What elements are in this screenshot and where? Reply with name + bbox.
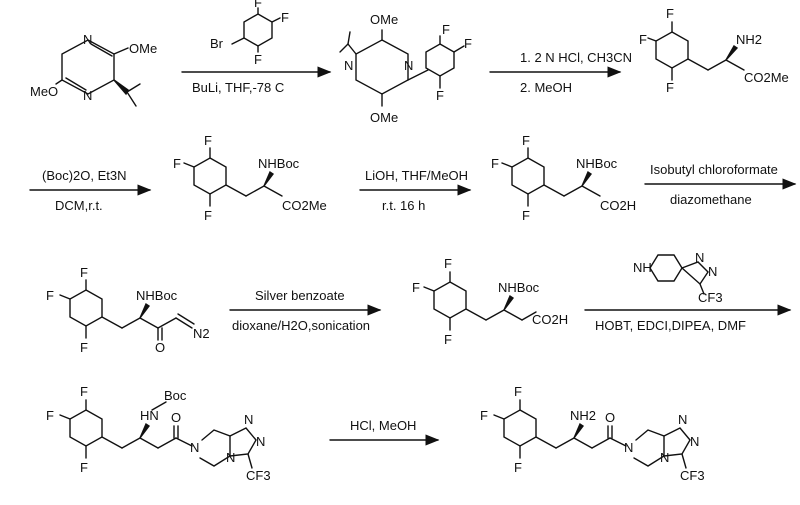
atom-f: F (522, 133, 530, 148)
atom-nh2: NH2 (570, 408, 596, 423)
atom-f: F (444, 256, 452, 271)
atom-hn: HN (140, 408, 159, 423)
atom-f: F (522, 208, 530, 223)
atom-o: O (155, 340, 165, 355)
atom-f: F (491, 156, 499, 171)
atom-f: F (254, 52, 262, 67)
atom-n: N (344, 58, 353, 73)
atom-f: F (666, 80, 674, 95)
atom-cf3: CF3 (698, 290, 723, 305)
atom-f: F (442, 22, 450, 37)
atom-o: O (605, 410, 615, 425)
condition-above: LiOH, THF/MeOH (365, 168, 468, 183)
compound-boc-methyl-ester: F F F NHBoc CO2Me (173, 133, 327, 223)
atom-nhboc: NHBoc (576, 156, 618, 171)
atom-cf3: CF3 (680, 468, 705, 483)
atom-f: F (173, 156, 181, 171)
atom-nh: NH (633, 260, 652, 275)
atom-co2me: CO2Me (744, 70, 789, 85)
atom-n: N (690, 434, 699, 449)
atom-f: F (436, 88, 444, 103)
atom-cf3: CF3 (246, 468, 271, 483)
atom-nh2: NH2 (736, 32, 762, 47)
atom-f: F (281, 10, 289, 25)
condition-below: r.t. 16 h (382, 198, 425, 213)
compound-diazoketone: F F F NHBoc O N2 (46, 265, 210, 355)
compound-sitagliptin: F F F NH2 O N N N N CF3 (480, 384, 705, 483)
atom-n: N (83, 32, 92, 47)
atom-n: N (404, 58, 413, 73)
atom-n: N (190, 440, 199, 455)
atom-nhboc: NHBoc (136, 288, 178, 303)
atom-ome: OMe (370, 110, 398, 125)
atom-n: N (256, 434, 265, 449)
atom-f: F (254, 0, 262, 10)
atom-o: O (171, 410, 181, 425)
atom-co2me: CO2Me (282, 198, 327, 213)
atom-f: F (666, 6, 674, 21)
atom-ome: OMe (370, 12, 398, 27)
atom-co2h: CO2H (532, 312, 568, 327)
compound-amino-ester: F F F NH2 CO2Me (639, 6, 789, 95)
atom-n: N (660, 450, 669, 465)
atom-f: F (46, 408, 54, 423)
compound-bislactim-ether: OMe MeO N N (30, 32, 157, 107)
atom-f: F (464, 36, 472, 51)
condition-above: Silver benzoate (255, 288, 345, 303)
atom-f: F (204, 133, 212, 148)
compound-alkylated-bislactim: OMe OMe N N F F F (339, 12, 472, 125)
condition-below: diazomethane (670, 192, 752, 207)
condition-above: 1. 2 N HCl, CH3CN (520, 50, 632, 65)
atom-f: F (412, 280, 420, 295)
atom-n: N (624, 440, 633, 455)
condition-below: BuLi, THF,-78 C (192, 80, 284, 95)
atom-f: F (639, 32, 647, 47)
atom-n: N (708, 264, 717, 279)
condition-above: Isobutyl chloroformate (650, 162, 778, 177)
compound-beta-amino-acid: F F F NHBoc CO2H (412, 256, 568, 347)
atom-f: F (46, 288, 54, 303)
atom-f: F (444, 332, 452, 347)
compound-boc-acid: F F F NHBoc CO2H (491, 133, 636, 223)
atom-f: F (514, 460, 522, 475)
atom-n: N (678, 412, 687, 427)
atom-f: F (80, 340, 88, 355)
atom-n: N (83, 88, 92, 103)
atom-ome: OMe (129, 41, 157, 56)
reagent-fluorobenzyl-bromide: F F F Br (210, 0, 289, 67)
atom-nhboc: NHBoc (498, 280, 540, 295)
atom-f: F (80, 460, 88, 475)
compound-boc-sitagliptin: F F F HN Boc O N N N N CF3 (46, 384, 271, 483)
reagent-triazolopiperazine: NH N N CF3 (633, 250, 723, 305)
atom-n2: N2 (193, 326, 210, 341)
condition-above: (Boc)2O, Et3N (42, 168, 127, 183)
condition-below: 2. MeOH (520, 80, 572, 95)
atom-f: F (514, 384, 522, 399)
condition-below: dioxane/H2O,sonication (232, 318, 370, 333)
atom-nhboc: NHBoc (258, 156, 300, 171)
atom-f: F (80, 265, 88, 280)
condition-above: HCl, MeOH (350, 418, 416, 433)
atom-f: F (80, 384, 88, 399)
atom-f: F (480, 408, 488, 423)
atom-co2h: CO2H (600, 198, 636, 213)
atom-n: N (244, 412, 253, 427)
atom-n: N (226, 450, 235, 465)
atom-n: N (695, 250, 704, 265)
atom-f: F (204, 208, 212, 223)
condition-below: DCM,r.t. (55, 198, 103, 213)
atom-br: Br (210, 36, 224, 51)
atom-meo: MeO (30, 84, 58, 99)
atom-boc: Boc (164, 388, 187, 403)
condition-below: HOBT, EDCI,DIPEA, DMF (595, 318, 746, 333)
